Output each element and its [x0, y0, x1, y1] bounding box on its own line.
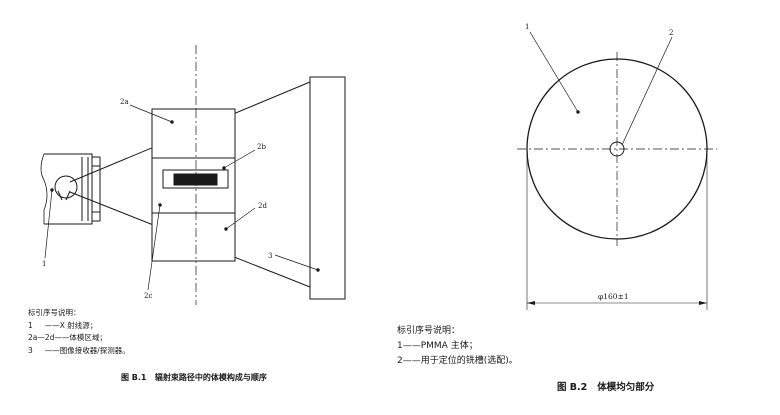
legend-title: 标引序号说明：	[28, 308, 81, 317]
label-1: 1	[42, 260, 46, 268]
label-2a: 2a	[120, 98, 129, 106]
xray-source	[40, 153, 101, 225]
figure-b2-legend: 标引序号说明： 1——PMMA 主体； 2——用于定位的铣槽(选配)。	[397, 324, 518, 369]
legend-item: 1——PMMA 主体；	[397, 341, 478, 351]
figure-b1-caption: 图 B.1 辐射束路径中的体模构成与顺序	[121, 373, 267, 382]
label-2b: 2b	[257, 143, 266, 151]
phantom-region-2d	[151, 212, 236, 262]
label-3: 3	[268, 252, 272, 260]
legend-item: 1 ——X 射线源；	[28, 320, 98, 330]
label-2c: 2c	[144, 292, 152, 300]
label-b2-1: 1	[525, 23, 529, 31]
legend-item: 2——用于定位的铣槽(选配)。	[397, 356, 518, 366]
phantom-region-2a	[151, 108, 236, 159]
figure-b1-legend: 标引序号说明： 1 ——X 射线源； 2a—2d——体模区域； 3 ——图像接收…	[28, 307, 130, 357]
legend-item: 3 ——图像接收器/探测器。	[28, 345, 130, 355]
figure-b1-drawing	[40, 45, 346, 305]
insert-dark	[173, 173, 218, 186]
figure-b2-caption: 图 B.2 体模均匀部分	[557, 382, 655, 393]
detector	[309, 76, 346, 300]
label-2d: 2d	[258, 202, 267, 210]
legend-item: 2a—2d——体模区域；	[28, 333, 107, 342]
legend-title: 标引序号说明：	[397, 326, 461, 336]
dimension-text: φ160±1	[598, 292, 629, 301]
figure-b2-drawing	[517, 31, 717, 310]
label-b2-2: 2	[669, 29, 673, 37]
